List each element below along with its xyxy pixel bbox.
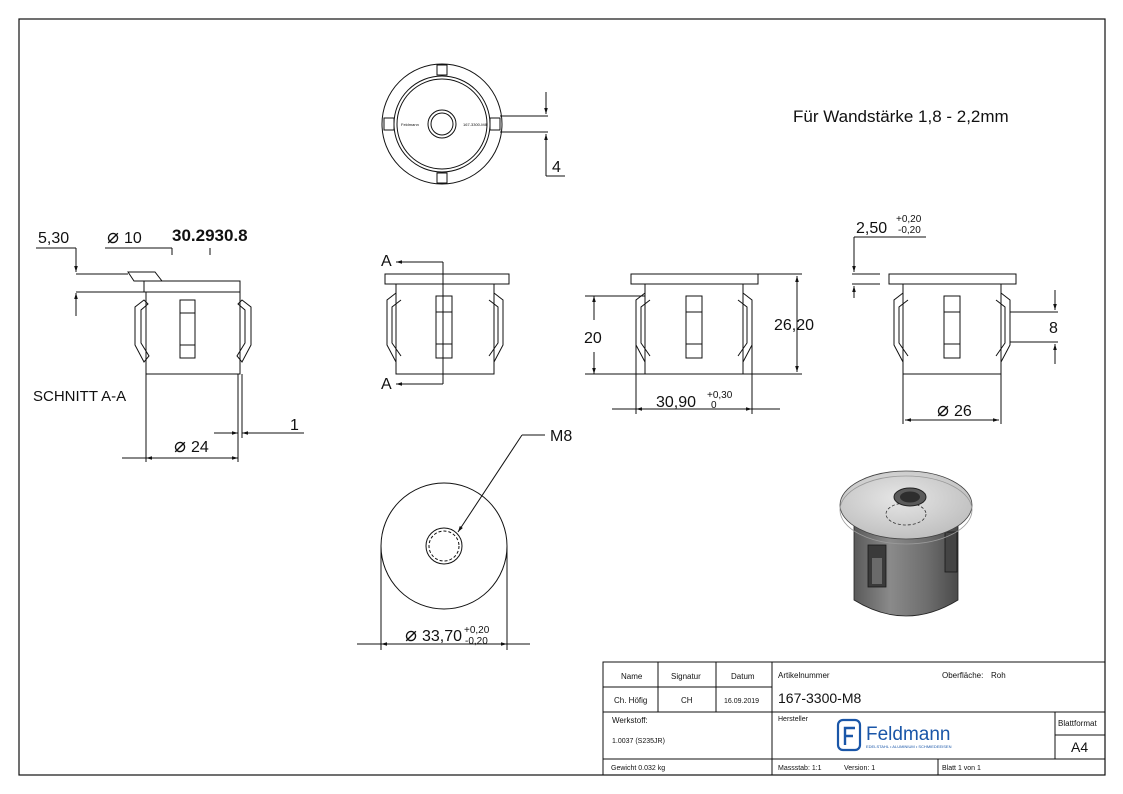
- tb-header-oberflaeche: Oberfläche:: [942, 671, 983, 680]
- feldmann-logo: Feldmann EDELSTAHL • ALUMINIUM • SCHMIED…: [836, 718, 952, 752]
- dim-30-90: 30,90: [656, 394, 696, 411]
- brand-subtitle: EDELSTAHL • ALUMINIUM • SCHMIEDEEISEN: [866, 744, 952, 749]
- tb-name: Ch. Höfig: [614, 696, 647, 705]
- dim-d33-70: 33,70: [422, 628, 462, 645]
- section-arrow-a-bottom: A: [381, 376, 392, 393]
- side-view: [585, 273, 802, 414]
- dim-4: 4: [552, 159, 561, 176]
- dim-garbled: 30.2930.8: [172, 226, 248, 245]
- wall-thickness-note: Für Wandstärke 1,8 - 2,2mm: [793, 107, 1009, 126]
- diameter-symbol-24: ⌀: [174, 435, 186, 457]
- tb-blatt: Blatt 1 von 1: [942, 765, 981, 772]
- tb-blattformat: A4: [1071, 739, 1088, 755]
- tol-30-90-lower: 0: [711, 400, 717, 411]
- dim-2-50: 2,50: [856, 220, 887, 237]
- tb-header-signatur: Signatur: [671, 672, 701, 681]
- tb-werkstoff: 1.0037 (S235JR): [612, 738, 665, 745]
- tb-header-hersteller: Hersteller: [778, 716, 809, 723]
- top-view-logo-text: Feldmann: [401, 122, 419, 127]
- section-label: SCHNITT A-A: [33, 388, 126, 405]
- front-view: [384, 260, 510, 386]
- tol-33-70-lower: -0,20: [465, 636, 488, 647]
- diameter-symbol-26: ⌀: [937, 399, 949, 421]
- tol-33-70-upper: +0,20: [464, 625, 490, 636]
- dim-d24: 24: [191, 439, 209, 456]
- dim-26-20: 26,20: [774, 317, 814, 334]
- top-view-part-text: 167-3300-M8: [463, 122, 488, 127]
- tb-datum: 16.09.2019: [724, 698, 759, 705]
- tb-signatur: CH: [681, 696, 693, 705]
- tb-header-datum: Datum: [731, 672, 755, 681]
- tol-2-50-upper: +0,20: [896, 214, 922, 225]
- tol-30-90-upper: +0,30: [707, 390, 733, 401]
- thread-m8: M8: [550, 428, 572, 445]
- tb-version: Version: 1: [844, 765, 875, 772]
- dim-20: 20: [584, 330, 602, 347]
- tol-2-50-lower: -0,20: [898, 225, 921, 236]
- bottom-view: [357, 434, 545, 650]
- tb-header-name: Name: [621, 672, 643, 681]
- dim-8: 8: [1049, 320, 1058, 337]
- sheet-border: [18, 18, 1106, 776]
- dim-5-30: 5,30: [38, 230, 69, 247]
- diameter-symbol-33: ⌀: [405, 624, 417, 646]
- tb-header-blattformat: Blattformat: [1058, 719, 1097, 728]
- brand-name: Feldmann: [866, 724, 951, 745]
- right-view: [852, 236, 1058, 424]
- tb-massstab: Massstab: 1:1: [778, 765, 822, 772]
- top-view: [381, 63, 565, 185]
- section-view: [36, 247, 304, 462]
- dim-1: 1: [290, 417, 299, 434]
- tb-oberflaeche: Roh: [991, 671, 1006, 680]
- tb-header-werkstoff: Werkstoff:: [612, 716, 648, 725]
- tb-header-artikel: Artikelnummer: [778, 671, 830, 680]
- tb-artikelnummer: 167-3300-M8: [778, 690, 861, 706]
- dim-d26: 26: [954, 403, 972, 420]
- diameter-symbol-10: ⌀: [107, 226, 119, 248]
- dim-d10: 10: [124, 230, 142, 247]
- iso-render: [839, 470, 973, 617]
- tb-gewicht: Gewicht 0.032 kg: [611, 765, 665, 772]
- section-arrow-a-top: A: [381, 253, 392, 270]
- title-block: [602, 661, 1106, 776]
